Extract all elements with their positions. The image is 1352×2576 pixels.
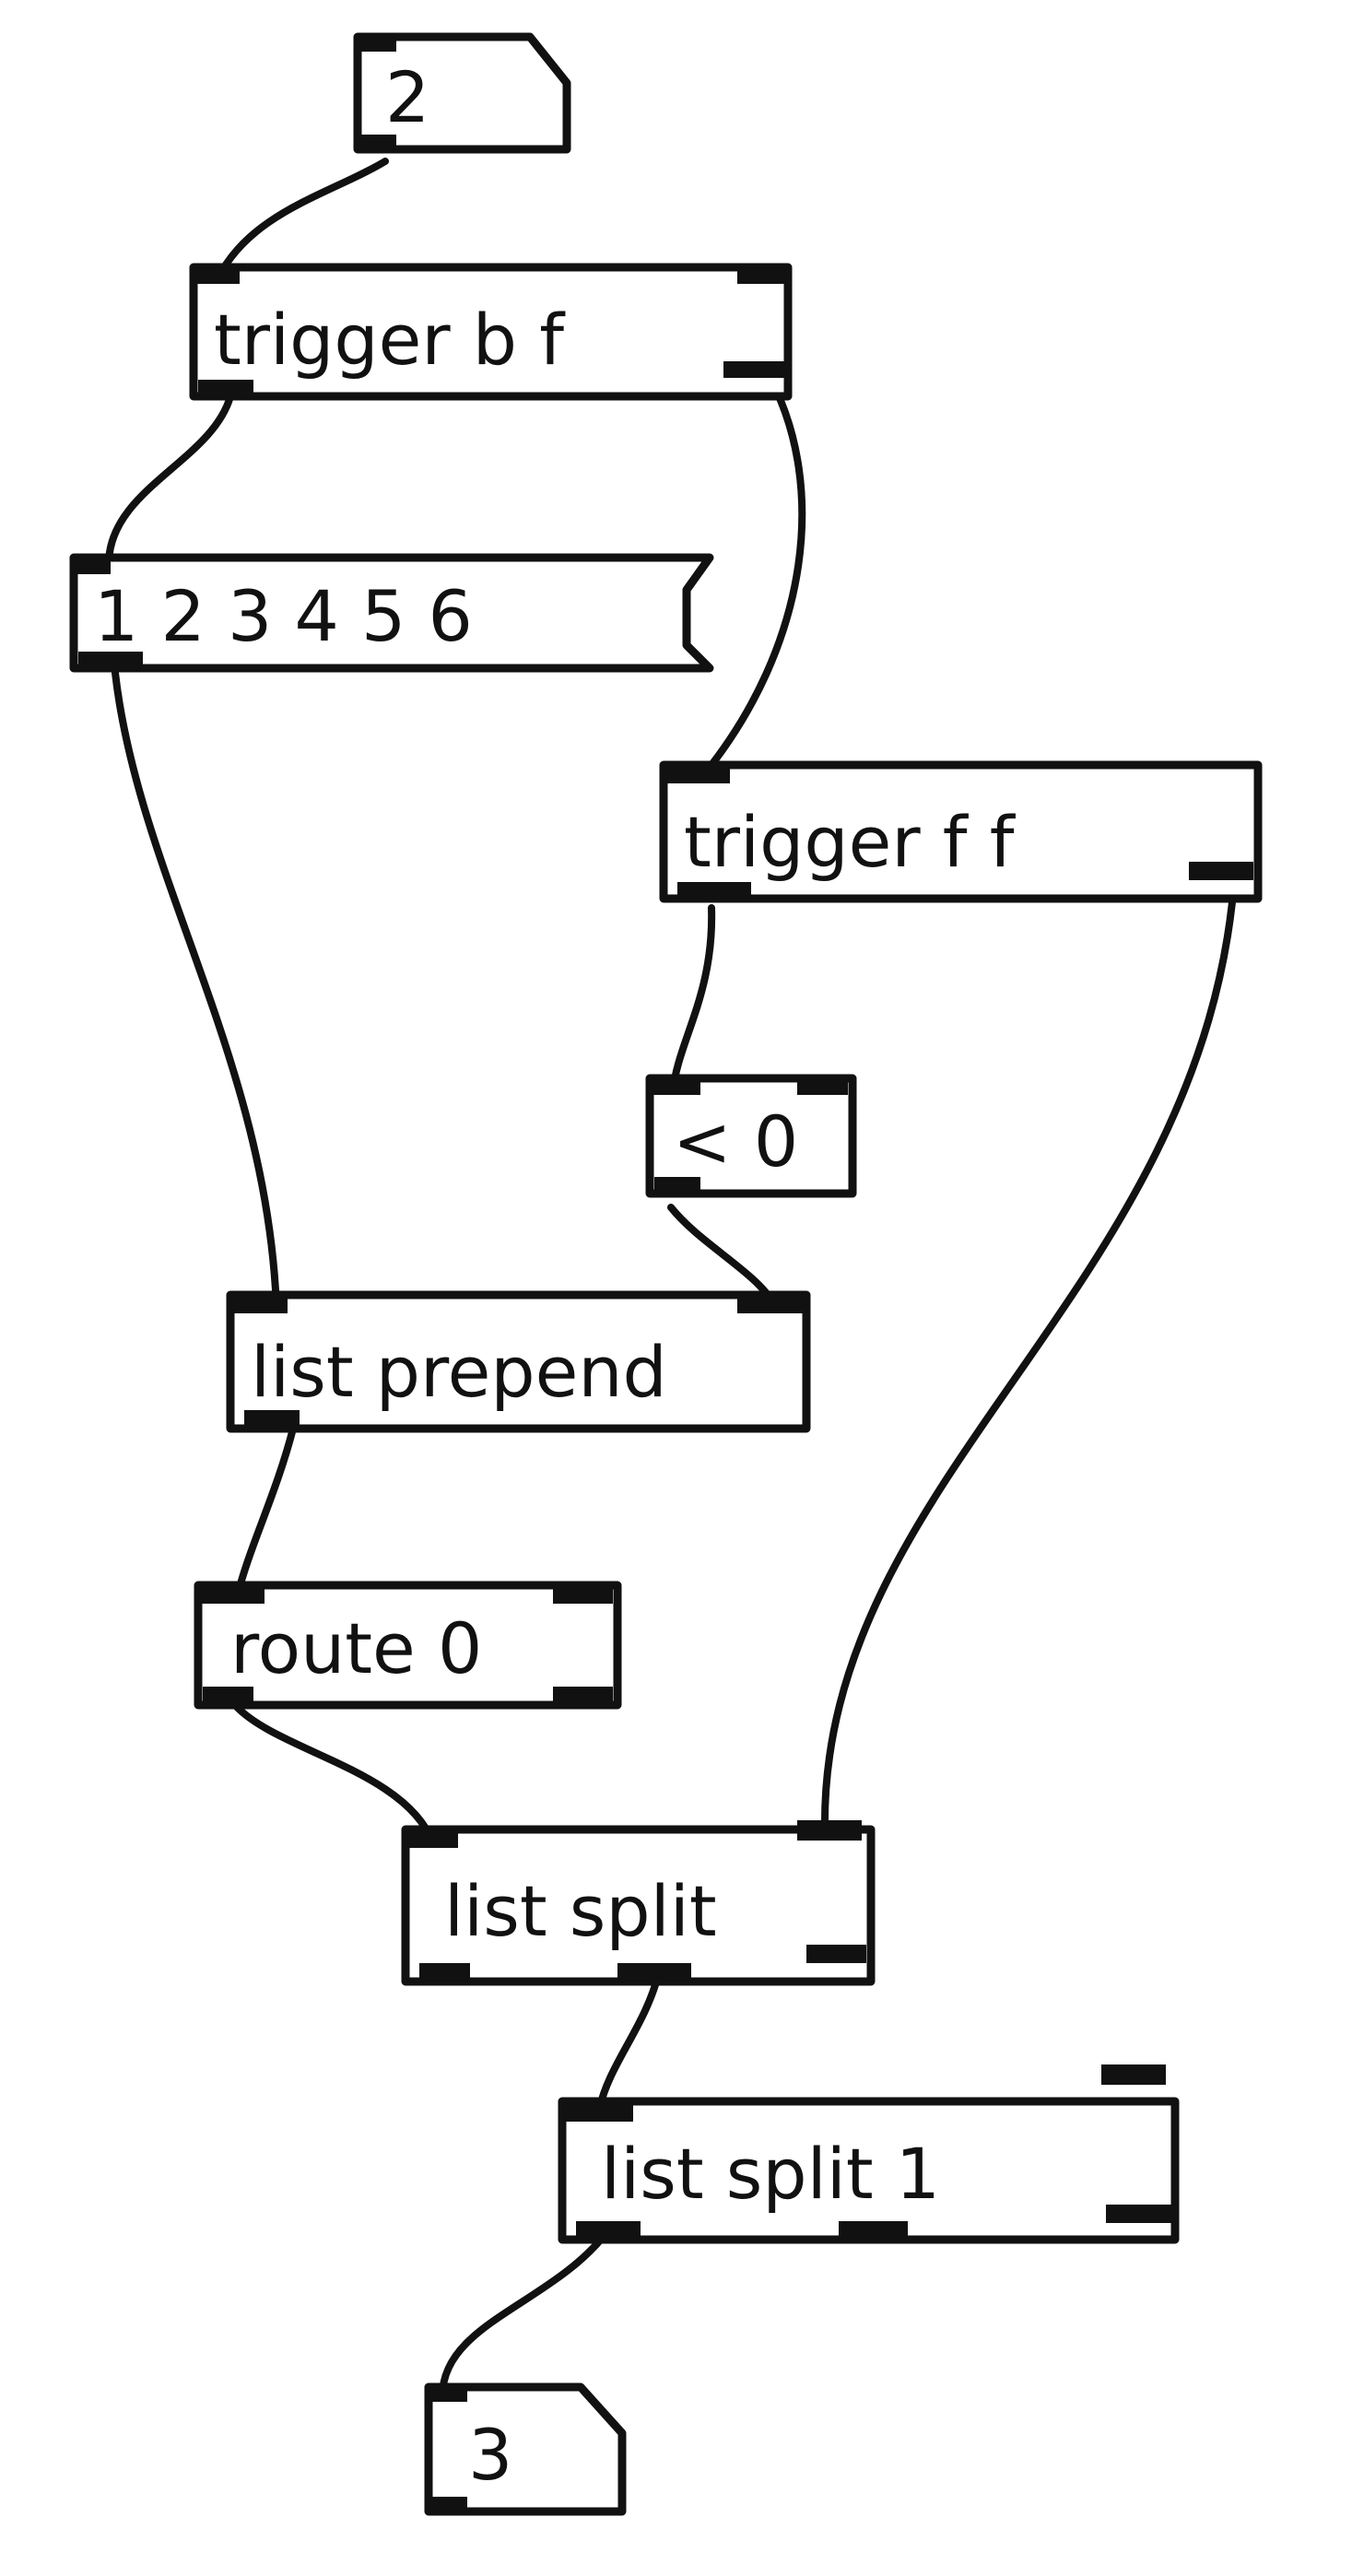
object-trigger-b-f[interactable]: trigger b f: [189, 263, 793, 401]
object-list-split[interactable]: list split: [401, 1820, 876, 1986]
object-less-than-0[interactable]: < 0: [645, 1074, 857, 1198]
message-box-1-to-6-label: 1 2 3 4 5 6: [94, 575, 473, 657]
wire-route-to-list-split: [231, 1701, 437, 1847]
object-trigger-b-f-label: trigger b f: [214, 299, 566, 381]
wire-list-split-to-list-split-1: [595, 1969, 663, 2114]
object-list-prepend-label: list prepend: [251, 1331, 667, 1413]
wire-trigger-f-f-to-list-split-right: [820, 867, 1239, 1833]
number-box-3[interactable]: 3: [424, 2382, 627, 2516]
object-list-split-label: list split: [444, 1870, 717, 1952]
object-list-split-1-label: list split 1: [601, 2133, 940, 2215]
object-trigger-f-f-label: trigger f f: [684, 801, 1017, 883]
wire-trigger-b-f-to-trigger-f-f: [697, 365, 806, 782]
object-list-prepend[interactable]: list prepend: [226, 1290, 811, 1433]
object-route-0-label: route 0: [230, 1607, 482, 1689]
object-less-than-0-label: < 0: [673, 1100, 798, 1182]
number-box-2-value: 2: [385, 56, 429, 138]
wire-message-to-list-prepend: [112, 669, 280, 1312]
wire-less-than-to-list-prepend-right: [667, 1204, 778, 1308]
number-box-2[interactable]: 2: [353, 32, 571, 154]
number-box-3-value: 3: [468, 2414, 512, 2496]
object-list-split-1[interactable]: list split 1: [558, 2064, 1180, 2244]
wire-trigger-b-f-to-message: [105, 393, 234, 566]
patch-wires: [105, 158, 1239, 2400]
object-route-0[interactable]: route 0: [194, 1581, 622, 1710]
object-trigger-f-f[interactable]: trigger f f: [659, 760, 1263, 903]
message-box-1-to-6[interactable]: 1 2 3 4 5 6: [69, 553, 714, 673]
wire-list-prepend-to-route: [234, 1425, 297, 1598]
wire-number-2-to-trigger-b-f: [213, 158, 389, 285]
wire-trigger-f-f-to-less-than: [669, 904, 716, 1096]
wire-list-split-1-to-number-3: [439, 2227, 612, 2400]
